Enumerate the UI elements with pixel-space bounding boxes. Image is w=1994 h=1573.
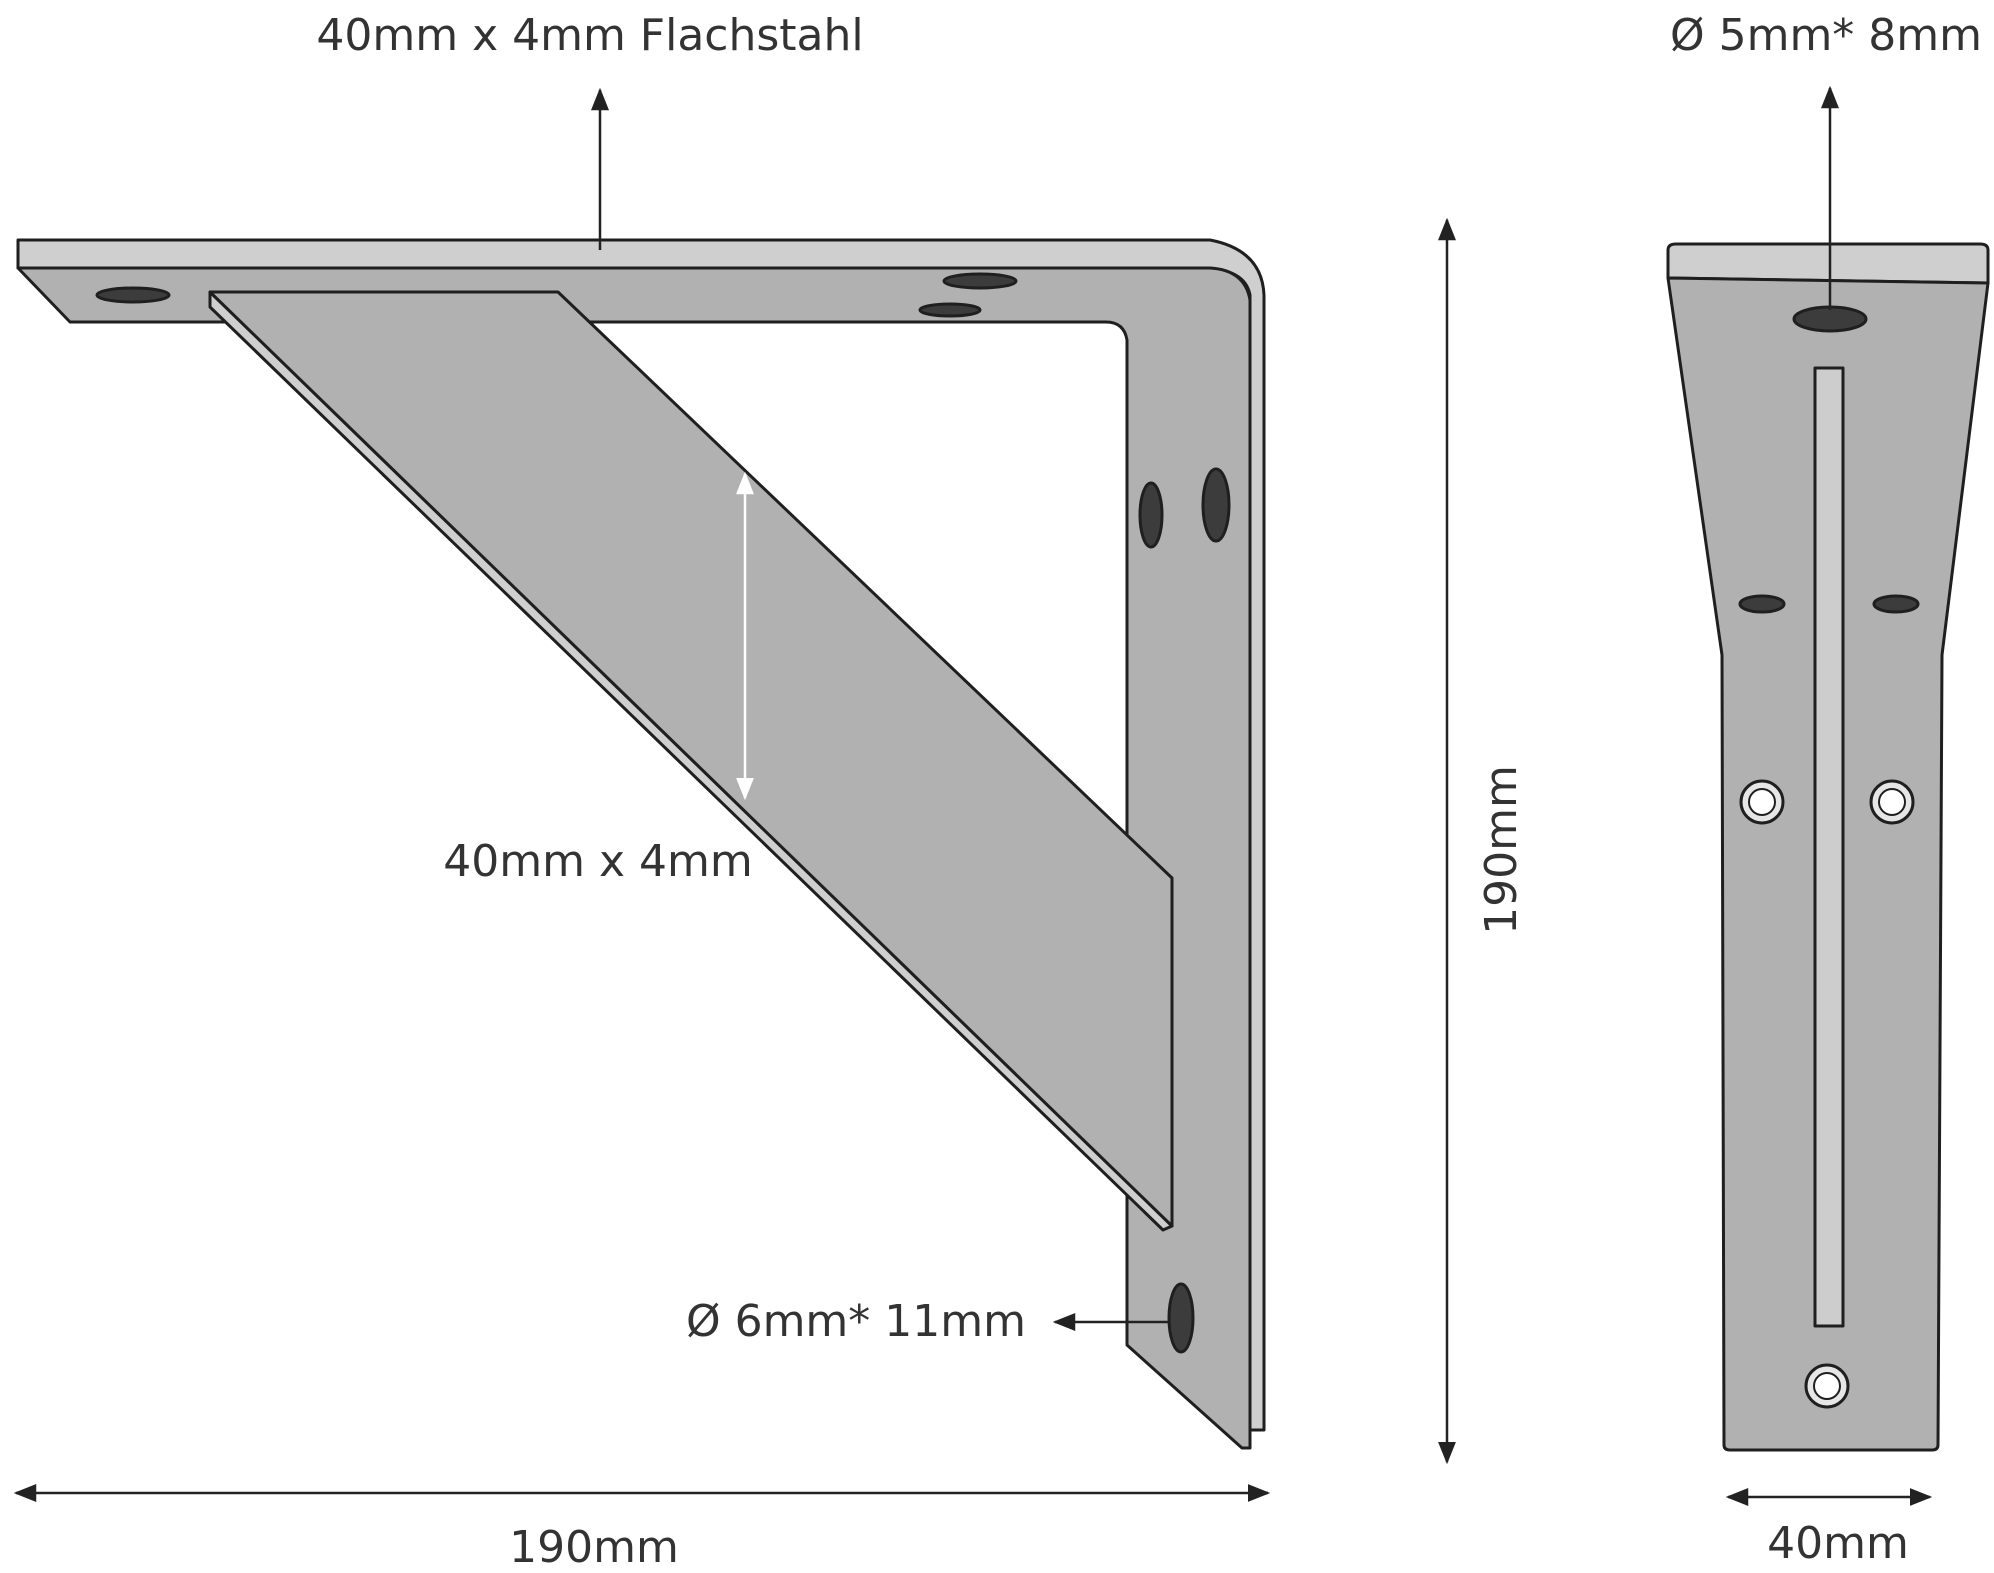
bracket-front-view [16, 238, 1266, 1450]
hole-arm-top [942, 272, 1018, 290]
side-hole-mid-right [1872, 594, 1920, 614]
diagonal-strut [208, 290, 1174, 1228]
hole-arm-left [95, 286, 171, 304]
top-material-label: 40mm x 4mm Flachstahl [316, 10, 863, 61]
bracket-side-view [1666, 242, 1990, 1452]
l-bracket-plate [16, 266, 1252, 1450]
side-top-edge [1666, 242, 1990, 285]
side-hole-bottom [1804, 1363, 1850, 1409]
side-hole-top [1792, 305, 1868, 333]
height-label: 190mm [1476, 765, 1527, 935]
side-hole-mid-left [1738, 594, 1786, 614]
side-center-slot [1813, 366, 1845, 1328]
side-hole-lower-left [1739, 779, 1785, 825]
strut-size-label: 40mm x 4mm [443, 836, 752, 887]
hole-bottom-label: Ø 6mm* 11mm [686, 1296, 1026, 1347]
hole-leg-upper-right [1201, 467, 1231, 543]
hole-leg-bottom [1167, 1282, 1195, 1354]
hole-leg-upper-left [1138, 481, 1164, 549]
hole-arm-bottom [918, 302, 982, 318]
width-label: 190mm [509, 1522, 679, 1573]
side-hole-label: Ø 5mm* 8mm [1670, 10, 1982, 61]
side-hole-lower-right [1869, 779, 1915, 825]
side-width-label: 40mm [1767, 1518, 1909, 1569]
